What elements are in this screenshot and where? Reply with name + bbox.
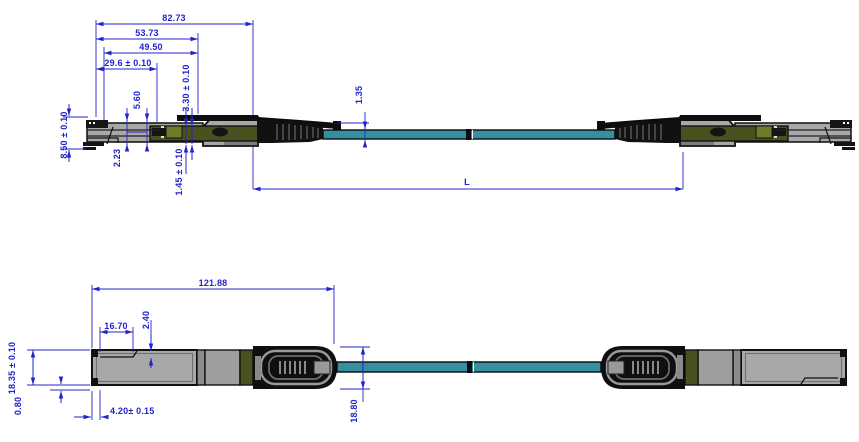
pcb-bright-segment — [165, 125, 183, 139]
boot-collar — [257, 120, 273, 143]
connector-body — [91, 349, 198, 386]
dim-housing-length: 53.73 — [135, 28, 159, 38]
faceplate-fin — [83, 147, 96, 150]
body-notch — [100, 350, 138, 358]
dim-overall-length: 121.88 — [199, 278, 228, 288]
dim-boot-width: 18.80 — [349, 399, 359, 423]
body-slot-lines — [87, 129, 160, 137]
dim-cable-length: L — [464, 177, 470, 187]
connector-top-profile — [91, 346, 337, 389]
faceplate-fin — [83, 142, 104, 146]
faceplate-cap — [86, 120, 108, 128]
dim-edge-offset: 0.80 — [13, 397, 23, 415]
top-down-view-dimensions: 121.88 16.70 2.40 18.35 ± 0.10 0.80 4.20… — [7, 278, 370, 423]
dim-notch-length: 16.70 — [104, 321, 128, 331]
component-block — [152, 128, 166, 136]
cable-entry — [313, 360, 331, 375]
handle-ribs — [279, 361, 306, 374]
pull-tab-tip — [333, 121, 341, 130]
side-view: 82.73 53.73 49.50 29.6 ± 0.10 5.60 3.30 … — [59, 13, 856, 196]
connector-side-profile — [83, 115, 341, 150]
body-inner-line — [95, 352, 194, 383]
connector-top-profile-right — [599, 344, 848, 391]
connector-side-profile-right — [596, 114, 856, 151]
dim-connector-height: 8.50 ± 0.10 — [59, 111, 69, 158]
insert-strip — [239, 349, 254, 386]
cable-break-mark — [467, 361, 472, 373]
body-step-line — [87, 137, 119, 143]
dim-pad-width: 5.60 — [132, 91, 142, 109]
body-divider — [196, 349, 206, 386]
side-view-dimensions: 82.73 53.73 49.50 29.6 ± 0.10 5.60 3.30 … — [59, 13, 684, 196]
cap-dot — [89, 122, 91, 124]
corner-pad — [93, 378, 98, 384]
dim-tab-thickness: 1.35 — [354, 86, 364, 104]
dim-step-width: 2.23 — [112, 149, 122, 167]
dim-notch-offset: 4.20± 0.15 — [110, 406, 154, 416]
dim-latch-length: 49.50 — [139, 42, 163, 52]
strain-relief-boot — [271, 121, 323, 143]
dim-nose-length: 29.6 ± 0.10 — [104, 58, 151, 68]
dim-overall-length: 82.73 — [162, 13, 186, 23]
top-down-view: 121.88 16.70 2.40 18.35 ± 0.10 0.80 4.20… — [7, 278, 848, 423]
housing-step — [224, 141, 257, 145]
dim-connector-width: 18.35 ± 0.10 — [7, 342, 17, 394]
boot-ribs — [276, 124, 319, 140]
pull-tab-strip — [177, 115, 258, 121]
corner-pad — [93, 351, 98, 357]
cap-dot — [93, 122, 95, 124]
dim-latch-height: 1.45 ± 0.10 — [174, 148, 184, 195]
latch-bar — [255, 356, 261, 380]
body-section — [204, 349, 241, 386]
cable-break-mark — [466, 129, 471, 140]
section-break-line — [106, 126, 114, 145]
dim-pcb-offset: 3.30 ± 0.10 — [181, 64, 191, 111]
component-oval — [212, 127, 228, 137]
dim-notch-depth: 2.40 — [141, 311, 151, 329]
